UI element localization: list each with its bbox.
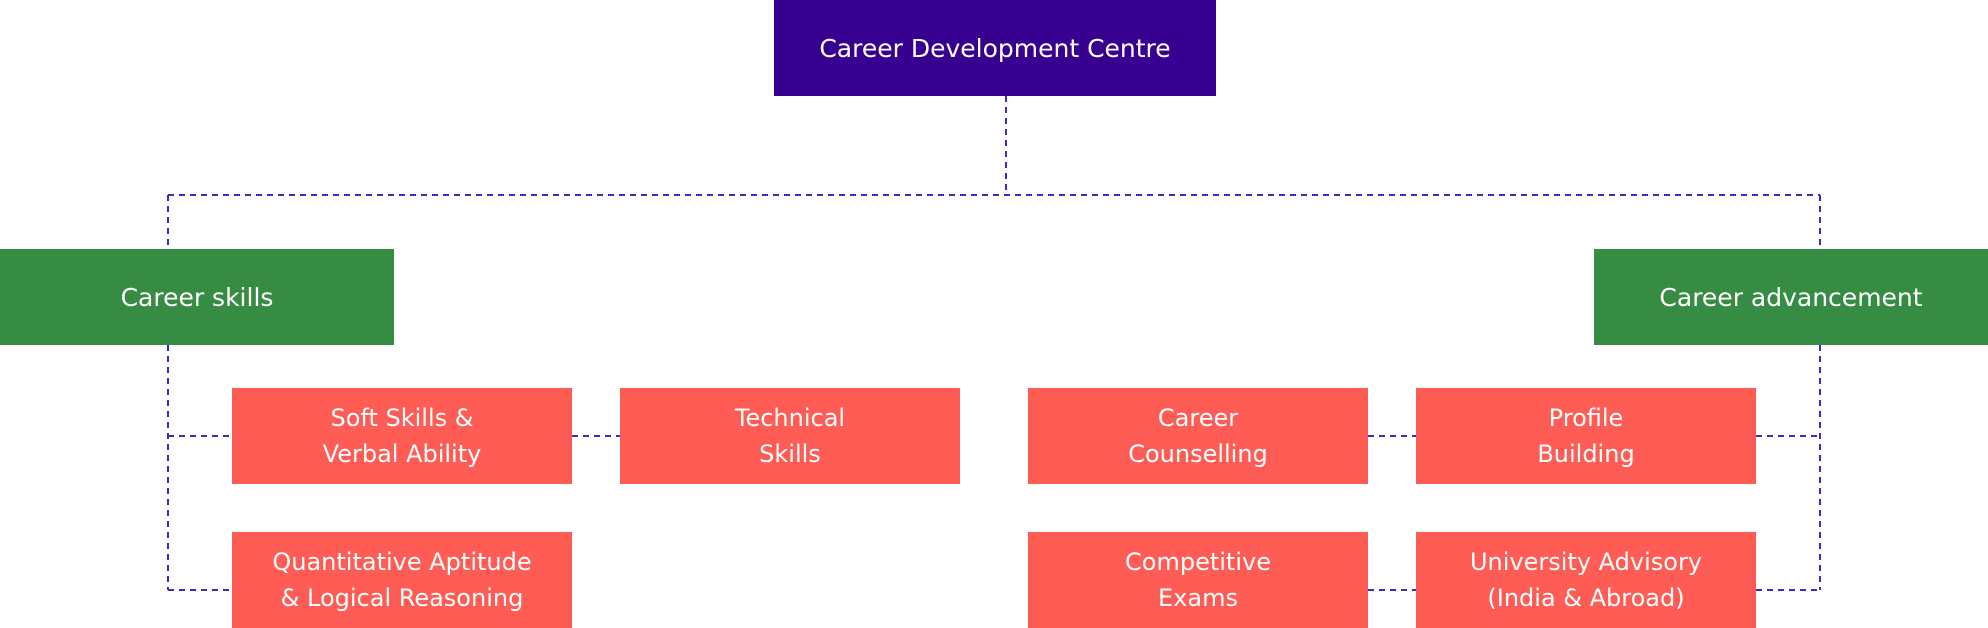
item-line2: Exams [1158, 584, 1238, 612]
career-skills-label: Career skills [120, 282, 274, 312]
career-advancement-node: Career advancement [1594, 249, 1988, 345]
item-line2: Building [1537, 440, 1635, 468]
item-line2: Skills [759, 440, 821, 468]
career-development-centre-node: Career Development Centre [774, 0, 1216, 96]
item-line1: Profile [1548, 404, 1624, 432]
competitive-exams-node: Competitive Exams [1028, 532, 1368, 628]
item-line1: Quantitative Aptitude [272, 548, 532, 576]
item-line2: (India & Abroad) [1487, 584, 1685, 612]
item-line2: Counselling [1128, 440, 1268, 468]
root-label: Career Development Centre [819, 33, 1171, 63]
technical-skills-node: Technical Skills [620, 388, 960, 484]
career-advancement-label: Career advancement [1659, 282, 1923, 312]
profile-building-node: Profile Building [1416, 388, 1756, 484]
item-line2: & Logical Reasoning [280, 584, 524, 612]
quantitative-aptitude-node: Quantitative Aptitude & Logical Reasonin… [232, 532, 572, 628]
university-advisory-node: University Advisory (India & Abroad) [1416, 532, 1756, 628]
item-line1: University Advisory [1469, 548, 1703, 576]
item-line1: Competitive [1125, 548, 1271, 576]
career-counselling-node: Career Counselling [1028, 388, 1368, 484]
career-skills-node: Career skills [0, 249, 394, 345]
item-line1: Career [1157, 404, 1239, 432]
item-line1: Technical [734, 404, 846, 432]
item-line1: Soft Skills & [330, 404, 474, 432]
item-line2: Verbal Ability [322, 440, 482, 468]
soft-skills-verbal-ability-node: Soft Skills & Verbal Ability [232, 388, 572, 484]
